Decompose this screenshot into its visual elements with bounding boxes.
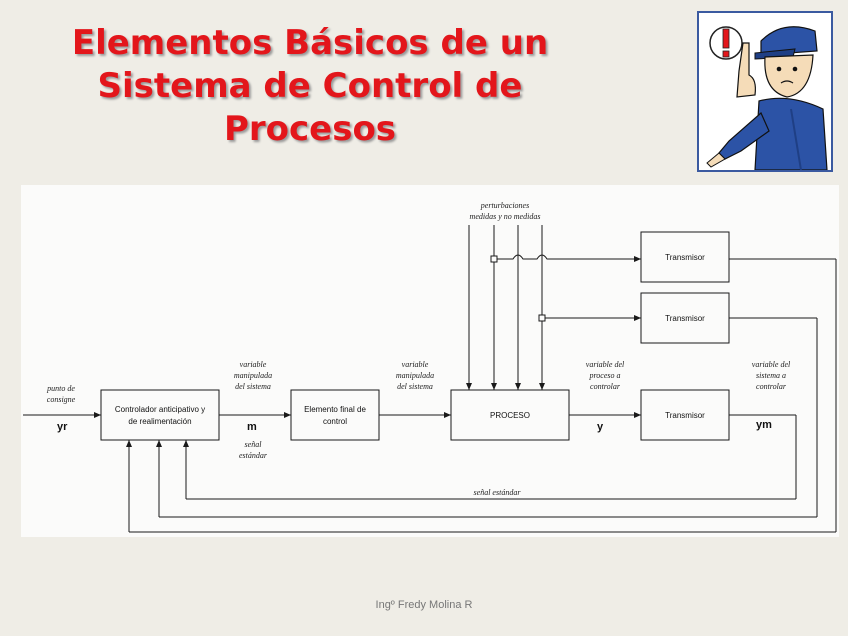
disturbances-label-1: perturbaciones bbox=[480, 201, 529, 210]
manipulated-label-2a: variable bbox=[402, 360, 429, 369]
manipulated-label-2b: manipulada bbox=[396, 371, 434, 380]
system-var-label-1: variable del bbox=[752, 360, 791, 369]
controller-label-2: de realimentación bbox=[128, 417, 191, 426]
manipulated-symbol: m bbox=[247, 421, 257, 433]
process-label: PROCESO bbox=[490, 411, 530, 420]
manipulated-sys-label-3: del sistema bbox=[235, 382, 271, 391]
final-element-block bbox=[290, 389, 380, 441]
setpoint-label-1: punto de bbox=[46, 384, 75, 393]
process-var-symbol: y bbox=[597, 421, 604, 433]
standard-signal-label-1: señal bbox=[245, 440, 263, 449]
system-var-symbol: ym bbox=[756, 419, 772, 431]
title-line-2: Sistema de Control de bbox=[97, 66, 523, 106]
system-var-label-3: controlar bbox=[756, 382, 787, 391]
final-element-label-1: Elemento final de bbox=[304, 405, 366, 414]
manipulated-sys-label-2: manipulada bbox=[234, 371, 272, 380]
setpoint-label-2: consigne bbox=[47, 395, 76, 404]
transmitter-top-1-block bbox=[640, 231, 730, 283]
control-block-diagram: perturbaciones medidas y no medidas punt… bbox=[21, 185, 839, 537]
manipulated-sys-label-1: variable bbox=[240, 360, 267, 369]
manipulated-label-2c: del sistema bbox=[397, 382, 433, 391]
setpoint-symbol: yr bbox=[57, 421, 68, 433]
controller-block bbox=[100, 389, 220, 441]
diagram-canvas: perturbaciones medidas y no medidas punt… bbox=[23, 201, 837, 533]
process-var-label-2: proceso a bbox=[588, 371, 620, 380]
process-var-label-1: variable del bbox=[586, 360, 625, 369]
transmitter-top-1-label: Transmisor bbox=[665, 253, 705, 262]
transmitter-main-label: Transmisor bbox=[665, 411, 705, 420]
footer-author: Ingº Fredy Molina R bbox=[375, 599, 473, 611]
cartoon-illustration bbox=[697, 11, 833, 172]
process-var-label-3: controlar bbox=[590, 382, 621, 391]
transmitter-top-2-label: Transmisor bbox=[665, 314, 705, 323]
disturbances-label-2: medidas y no medidas bbox=[470, 212, 541, 221]
final-element-label-2: control bbox=[323, 417, 347, 426]
title-line-1: Elementos Básicos de un bbox=[71, 23, 549, 63]
system-var-label-2: sistema a bbox=[756, 371, 786, 380]
feedback-label: señal estándar bbox=[474, 488, 522, 497]
worker-pointing-icon bbox=[699, 13, 831, 171]
title-line-3: Procesos bbox=[223, 109, 397, 149]
slide-title: Elementos Básicos de un Sistema de Contr… bbox=[30, 22, 590, 151]
standard-signal-label-2: estándar bbox=[239, 451, 268, 460]
controller-label-1: Controlador anticipativo y bbox=[115, 405, 205, 414]
